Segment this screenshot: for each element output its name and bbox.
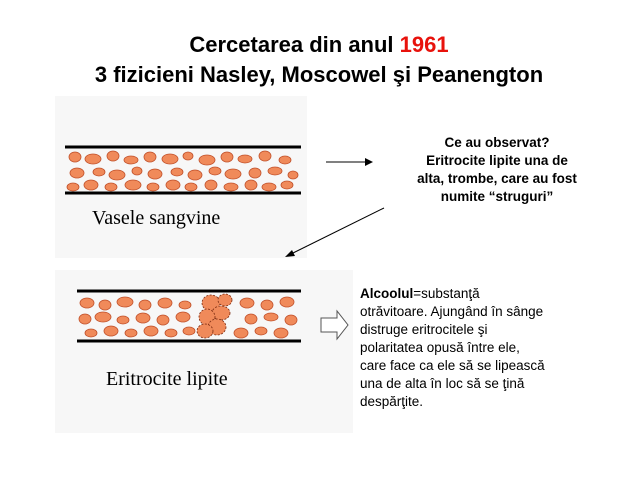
red-blood-cell — [182, 326, 196, 336]
red-blood-cell — [108, 169, 126, 181]
red-blood-cell — [178, 300, 192, 310]
red-blood-cell — [164, 328, 178, 338]
observation-line: Ce au observat? — [444, 135, 550, 150]
alcohol-definition: =substanţă — [413, 286, 480, 301]
red-blood-cell — [204, 179, 218, 191]
red-blood-cell — [223, 182, 239, 192]
red-blood-cell — [69, 167, 85, 179]
alcohol-term: Alcoolul — [360, 286, 414, 301]
red-blood-cell — [116, 296, 134, 308]
title-line-1: Cercetarea din anul 1961 — [0, 30, 638, 60]
red-blood-cell — [244, 313, 258, 325]
top-figure-panel — [55, 96, 307, 258]
red-blood-cell — [135, 312, 151, 324]
red-blood-cell — [244, 179, 258, 191]
alcohol-line: una de alta în loc să se ţină — [360, 376, 525, 391]
red-blood-cell — [161, 153, 179, 165]
red-blood-cell — [84, 153, 102, 165]
diagonal-arrow-icon — [285, 207, 385, 257]
bottom-figure-panel — [55, 270, 353, 433]
right-arrow-icon — [326, 158, 373, 166]
red-blood-cell — [123, 155, 139, 165]
red-blood-cell — [124, 179, 142, 191]
red-blood-cell — [254, 326, 268, 336]
red-blood-cell — [79, 297, 95, 309]
title-year: 1961 — [399, 32, 449, 57]
clumped-cells-cluster — [196, 293, 233, 339]
observation-text: Ce au observat? Eritrocite lipite una de… — [392, 134, 602, 206]
red-blood-cell — [66, 182, 80, 192]
red-blood-cell — [156, 314, 170, 326]
observation-line: Eritrocite lipite una de — [426, 153, 568, 168]
red-blood-cell — [233, 327, 249, 339]
red-blood-cell — [208, 166, 222, 176]
stuck-cells-diagram — [77, 289, 301, 343]
red-blood-cell — [280, 180, 294, 190]
red-blood-cell — [98, 299, 112, 311]
red-blood-cell — [237, 154, 253, 164]
red-blood-cell — [146, 182, 160, 192]
observation-line: numite “struguri” — [440, 189, 554, 204]
red-blood-cell — [84, 328, 98, 338]
alcohol-line-1: Alcoolul=substanţă — [360, 285, 620, 303]
red-blood-cell — [147, 168, 163, 180]
red-blood-cell — [157, 297, 173, 309]
red-blood-cell — [284, 314, 298, 326]
red-blood-cell — [278, 155, 292, 165]
red-blood-cell — [260, 299, 274, 311]
alcohol-line: polaritatea opusă între ele, — [360, 340, 520, 355]
alcohol-line: despărţite. — [360, 394, 424, 409]
red-blood-cell — [143, 325, 159, 337]
red-blood-cell — [175, 311, 191, 323]
alcohol-line: distruge eritrocitele şi — [360, 322, 488, 337]
red-blood-cell — [184, 182, 198, 192]
red-blood-cell — [220, 151, 234, 163]
title-line-2: 3 fizicieni Nasley, Moscowel şi Peanengt… — [94, 62, 544, 87]
red-blood-cell — [239, 297, 255, 309]
red-blood-cell — [92, 167, 106, 177]
red-blood-cells — [66, 150, 299, 192]
red-blood-cell — [263, 312, 279, 322]
red-blood-cell — [258, 150, 272, 162]
red-blood-cell — [267, 166, 283, 176]
red-blood-cell — [182, 151, 194, 161]
red-blood-cell — [248, 167, 262, 179]
red-blood-cell — [124, 328, 138, 338]
observation-line: alta, trombe, care au fost — [417, 171, 577, 186]
title-prefix: Cercetarea din anul — [189, 32, 400, 57]
alcohol-line: otrăvitoare. Ajungând în sânge — [360, 304, 544, 319]
red-blood-cell — [279, 296, 295, 308]
red-blood-cell — [187, 169, 203, 181]
red-blood-cell — [116, 315, 130, 325]
red-blood-cell — [165, 179, 181, 191]
red-blood-cell — [273, 327, 289, 339]
red-blood-cell — [103, 325, 119, 337]
red-blood-cell — [78, 313, 92, 325]
red-blood-cell — [143, 151, 157, 163]
red-blood-cell — [104, 182, 118, 192]
red-blood-cells — [78, 296, 298, 339]
red-blood-cell — [170, 167, 184, 177]
alcohol-explanation: Alcoolul=substanţă otrăvitoare. Ajungând… — [360, 285, 620, 411]
red-blood-cell — [106, 150, 120, 162]
slide-title: Cercetarea din anul 1961 3 fizicieni Nas… — [0, 30, 638, 90]
red-blood-cell — [261, 182, 277, 192]
red-blood-cell — [94, 311, 112, 323]
blood-vessel-diagram — [65, 145, 301, 195]
red-blood-cell — [287, 170, 299, 180]
red-blood-cell — [224, 168, 242, 180]
red-blood-cell — [138, 299, 152, 311]
block-arrow-icon — [320, 309, 349, 341]
top-figure-caption: Vasele sangvine — [92, 207, 221, 229]
alcohol-line: care face ca ele să se lipească — [360, 358, 545, 373]
red-blood-cell — [68, 151, 82, 163]
bottom-figure-caption: Eritrocite lipite — [106, 368, 228, 390]
red-blood-cell — [83, 179, 99, 191]
red-blood-cell — [131, 166, 143, 176]
red-blood-cell — [198, 154, 216, 166]
